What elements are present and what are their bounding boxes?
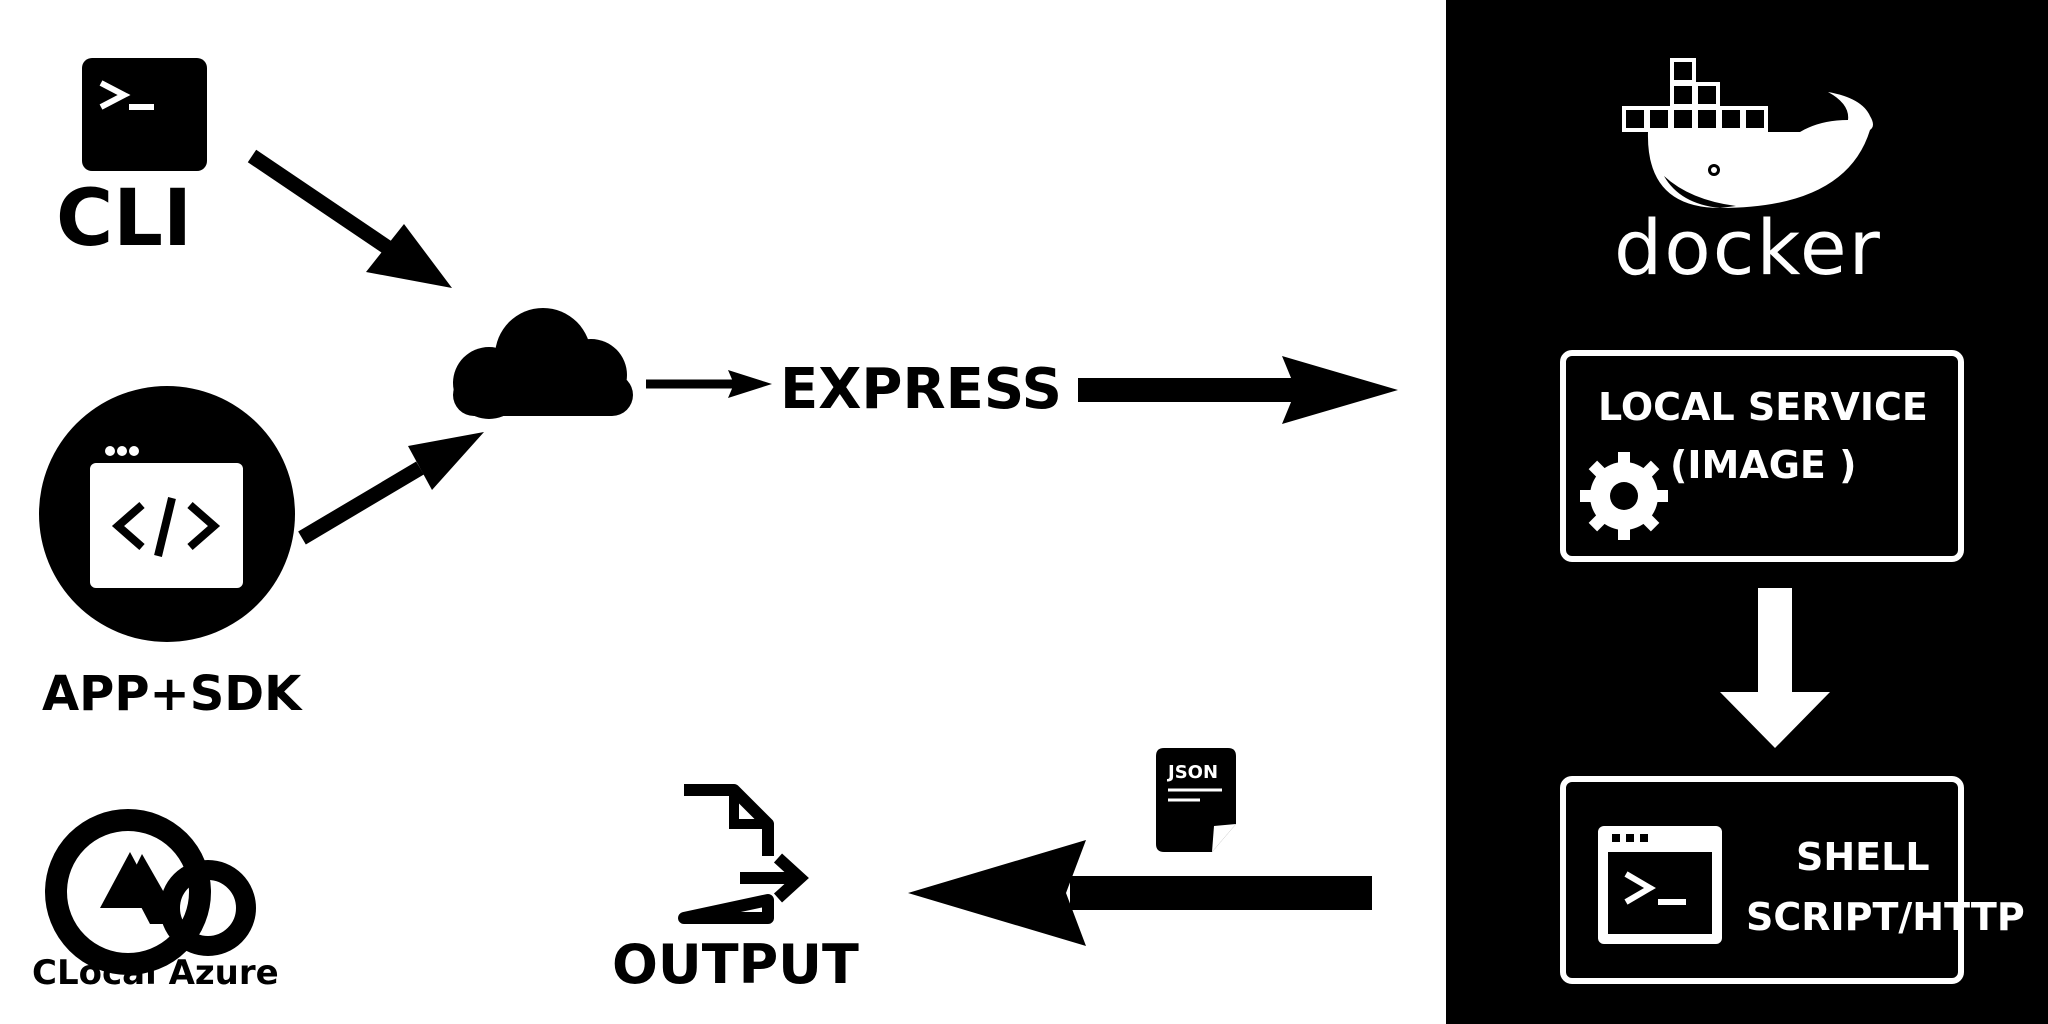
arrow-cli-to-cloud (247, 149, 452, 288)
terminal-icon (82, 58, 207, 171)
shell-box (1560, 776, 1964, 984)
terminal-window-icon (1598, 826, 1722, 944)
arrow-express-to-docker (1078, 356, 1398, 424)
clocal-azure-label: CLocal Azure (32, 953, 279, 993)
local-service-box (1560, 350, 1964, 562)
arrow-app-to-cloud (298, 432, 484, 545)
arrow-service-to-shell (1720, 588, 1830, 748)
json-file-icon (1156, 748, 1236, 852)
local-service-title: LOCAL SERVICE (1598, 385, 1928, 429)
output-label: OUTPUT (612, 933, 859, 996)
json-label: JSON (1168, 762, 1219, 783)
shell-subtitle: SCRIPT/HTTP (1746, 895, 2025, 939)
arrow-docker-to-output (908, 840, 1372, 946)
cloud-icon (453, 308, 633, 419)
docker-whale-icon (1622, 58, 1873, 208)
local-service-subtitle: (IMAGE ) (1670, 443, 1857, 487)
file-export-icon (678, 784, 809, 924)
arrow-cloud-to-express (646, 370, 772, 398)
azure-cloud-icon (45, 809, 256, 975)
express-label: EXPRESS (780, 357, 1062, 422)
code-window-icon (39, 386, 295, 642)
cli-label: CLI (56, 174, 192, 264)
docker-label: docker (1614, 203, 1882, 292)
app-sdk-label: APP+SDK (42, 666, 302, 722)
shell-title: SHELL (1796, 835, 1930, 879)
gear-icon (1580, 452, 1668, 540)
